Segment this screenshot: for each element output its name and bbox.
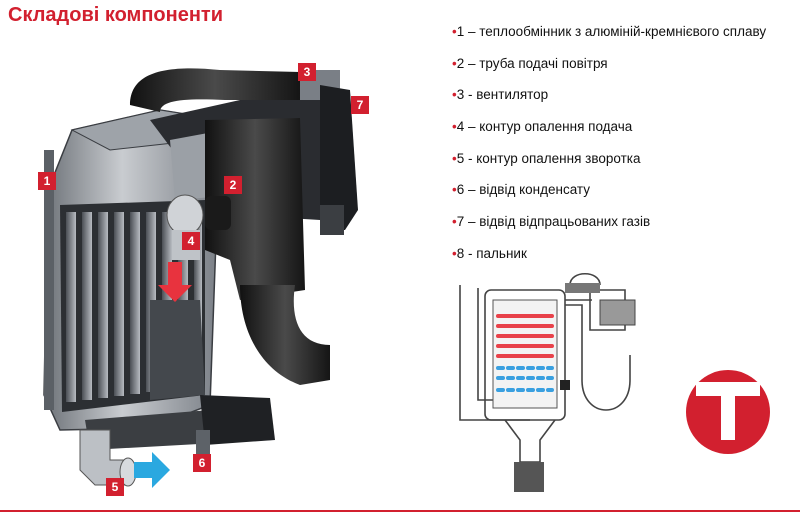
- down-arrow-icon: [158, 262, 192, 302]
- air-intake-pipe: [130, 68, 330, 385]
- heat-exchanger: [43, 109, 275, 450]
- callout-1: 1: [38, 172, 56, 190]
- callout-7: 7: [351, 96, 369, 114]
- legend-item: •6 – відвід конденсату: [452, 180, 766, 212]
- component-legend: •1 – теплообмінник з алюміній-кремнієвог…: [452, 22, 766, 276]
- legend-bullet: •: [452, 245, 457, 261]
- legend-item: •7 – відвід відпрацьованих газів: [452, 212, 766, 244]
- hot-coils: [496, 314, 554, 358]
- callout-3: 3: [298, 63, 316, 81]
- cold-coils: [496, 366, 554, 392]
- legend-item-label: 1 – теплообмінник з алюміній-кремнієвого…: [456, 24, 767, 39]
- legend-bullet: •: [452, 119, 457, 135]
- callout-6: 6: [193, 454, 211, 472]
- schematic-bracket: [599, 299, 636, 326]
- legend-bullet: •: [452, 87, 457, 103]
- legend-item: •4 – контур опалення подача: [452, 117, 766, 149]
- exhaust-channel: [320, 85, 358, 235]
- legend-item-label: 2 – труба подачі повітря: [456, 55, 608, 71]
- callout-5: 5: [106, 478, 124, 496]
- legend-item: •2 – труба подачі повітря: [452, 54, 766, 86]
- legend-item-label: 3 - вентилятор: [456, 87, 549, 103]
- condensate-drain: [196, 430, 210, 456]
- page-title: Складові компоненти: [8, 4, 224, 26]
- legend-bullet: •: [452, 24, 457, 39]
- logo-t-icon: [686, 370, 770, 454]
- bottom-accent-line: [0, 510, 800, 512]
- legend-bullet: •: [452, 182, 457, 198]
- legend-bullet: •: [452, 150, 457, 166]
- callout-4: 4: [182, 232, 200, 250]
- legend-item-label: 4 – контур опалення подача: [456, 119, 633, 135]
- legend-bullet: •: [452, 55, 457, 71]
- legend-item: •1 – теплообмінник з алюміній-кремнієвог…: [452, 22, 766, 54]
- legend-item-label: 6 – відвід конденсату: [456, 182, 591, 198]
- legend-item: •8 - пальник: [452, 244, 766, 276]
- legend-item-label: 7 – відвід відпрацьованих газів: [456, 214, 651, 230]
- legend-item: •5 - контур опалення зворотка: [452, 149, 766, 181]
- legend-item-label: 5 - контур опалення зворотка: [456, 150, 641, 166]
- callout-2: 2: [224, 176, 242, 194]
- right-arrow-icon: [134, 452, 170, 488]
- legend-item: •3 - вентилятор: [452, 85, 766, 117]
- return-connection: [79, 429, 137, 487]
- legend-item-label: 8 - пальник: [456, 245, 527, 261]
- legend-bullet: •: [452, 214, 457, 230]
